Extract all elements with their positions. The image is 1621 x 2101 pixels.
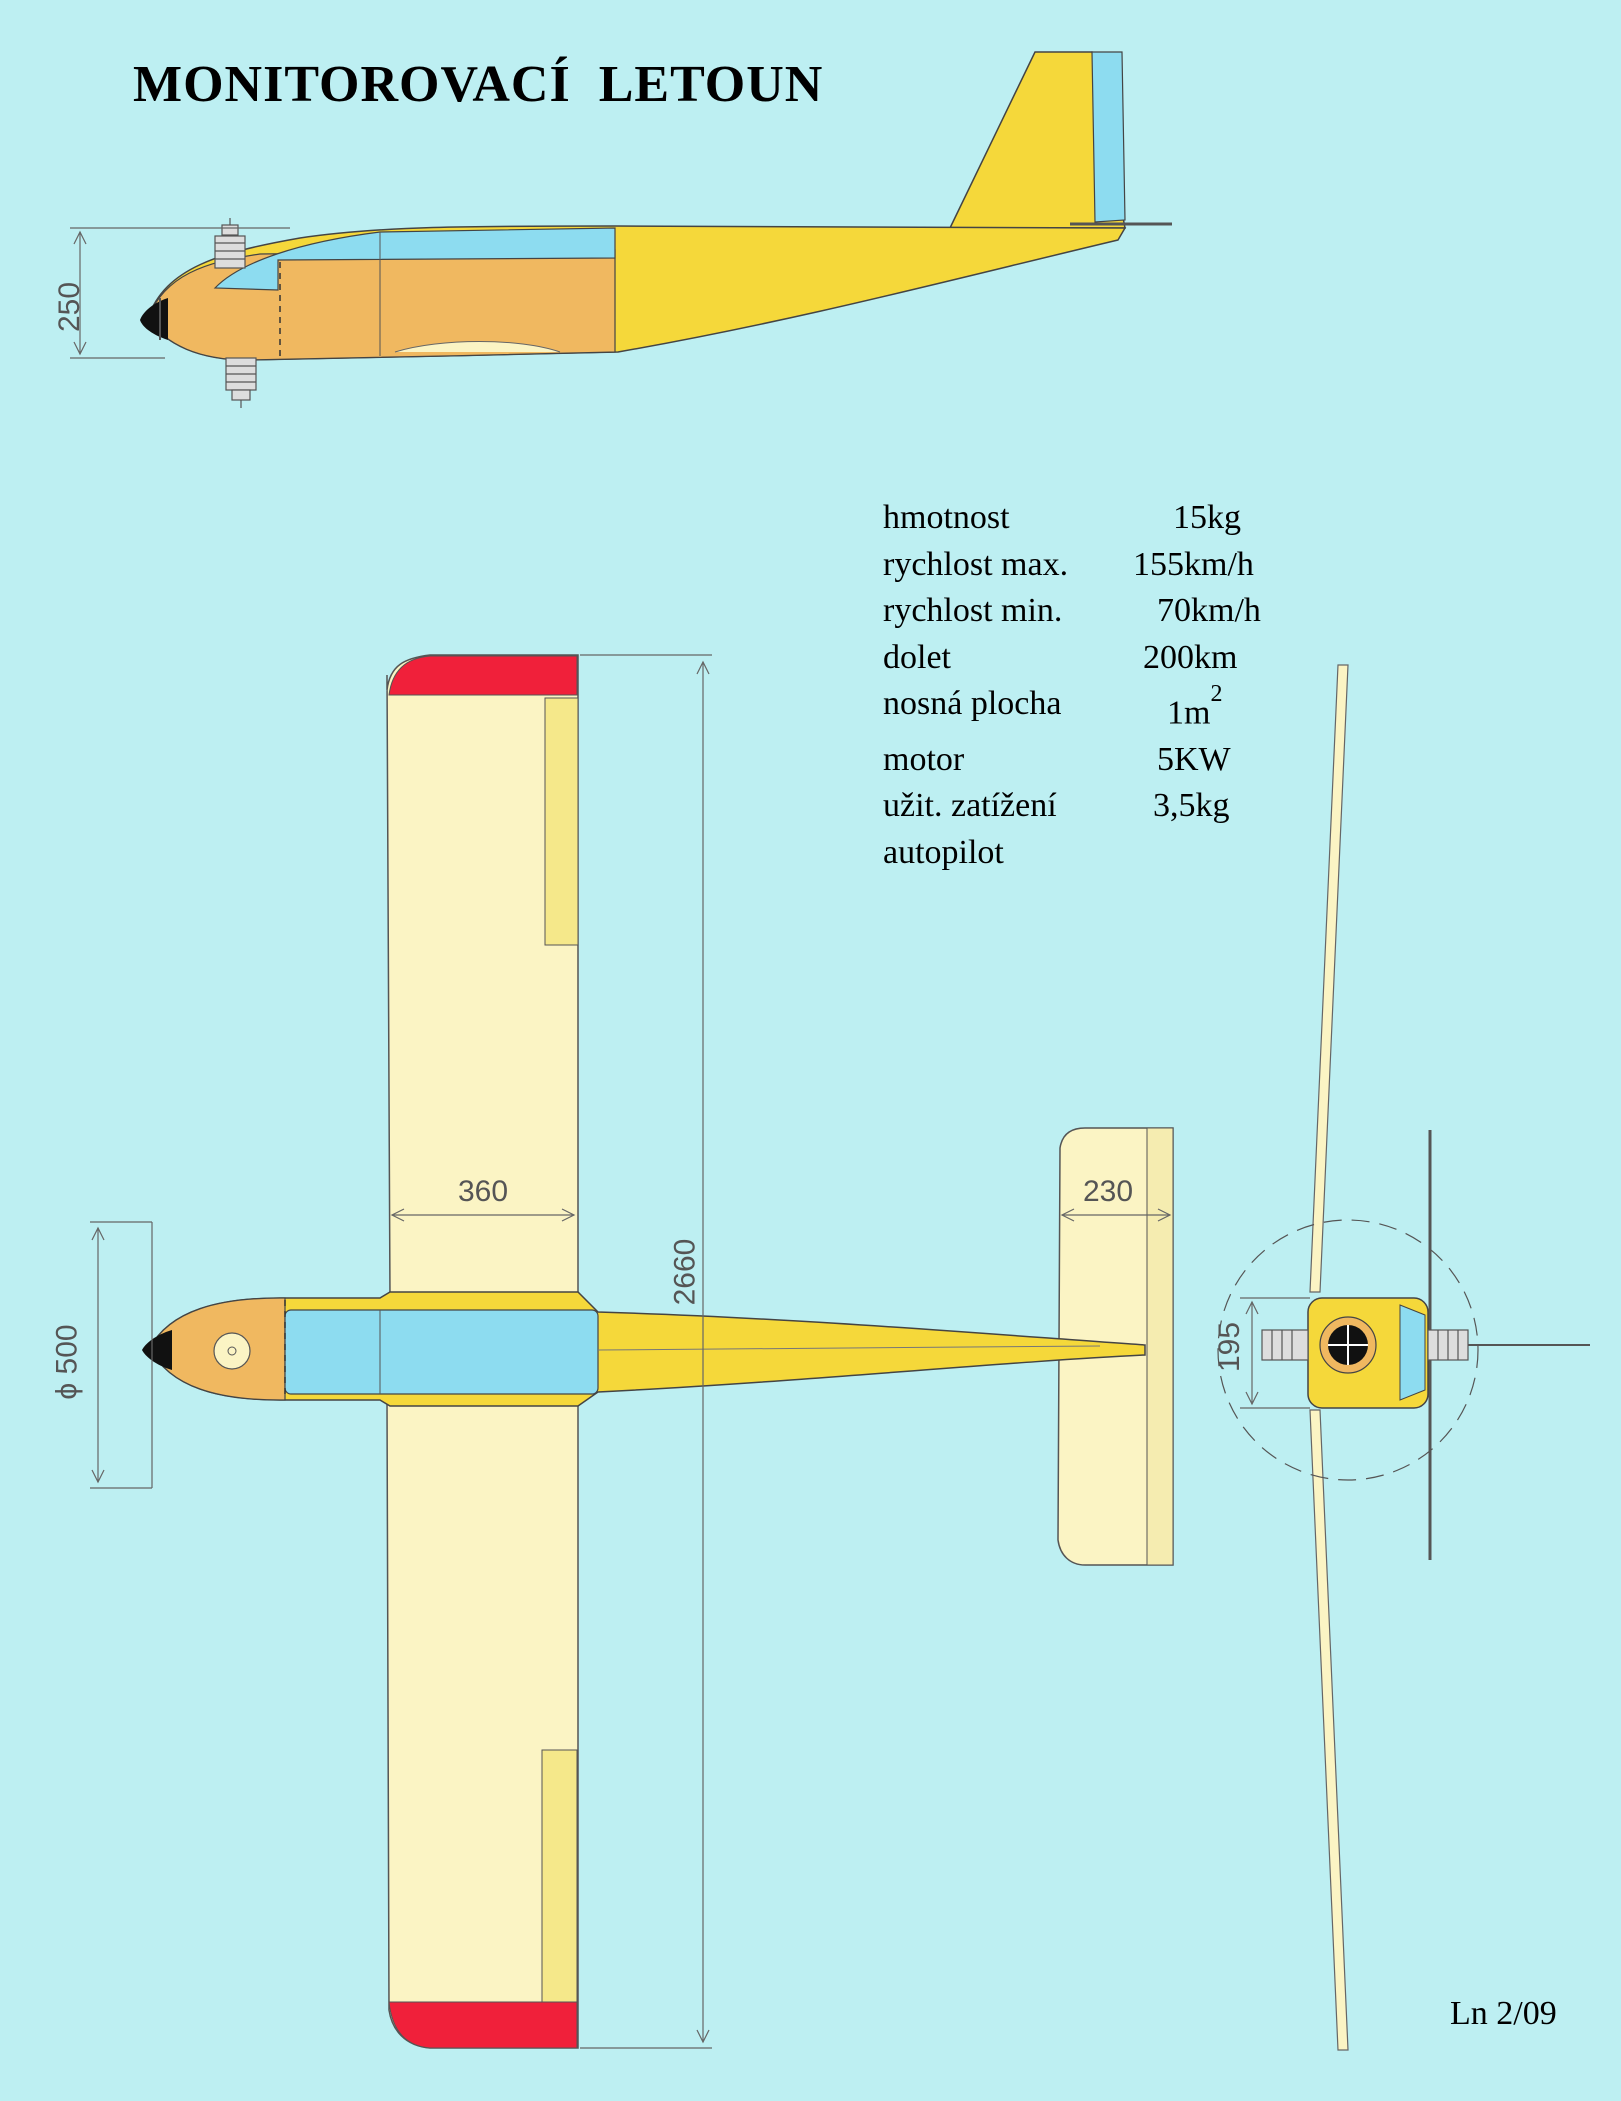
front-spinner-cross [1328,1325,1368,1365]
lower-wing-tip [388,2001,578,2049]
fuel-cap [213,1332,251,1370]
fuselage-height-label: 250 [53,281,87,333]
spec-row: autopilot [883,830,1261,877]
page-title: MONITOROVACÍ LETOUN [133,56,824,113]
spec-table: hmotnost 15kg rychlost max. 155km/h rychlo… [883,495,1261,876]
spec-value: 3,5kg [1153,787,1230,825]
fuel-cap-center [227,1346,237,1356]
spec-row: dolet 200km [883,635,1261,682]
side-engine-top [214,218,246,269]
side-engine-bottom [225,357,257,408]
wing-chord-label: 360 [458,1175,509,1208]
propeller-dimension [90,1221,153,1489]
side-rudder [1091,51,1126,223]
front-cowl [1399,1304,1426,1401]
front-view [1217,664,1590,2051]
front-propeller-disc [1217,1219,1479,1481]
spec-value: 5KW [1157,740,1231,778]
front-height-dimension [1240,1297,1310,1409]
wingspan-dimension [580,654,712,2049]
spec-row: užit. zatížení 3,5kg [883,783,1261,830]
spec-label: hmotnost [883,499,1010,536]
spec-row: rychlost min. 70km/h [883,588,1261,635]
spec-label: rychlost max. [883,545,1069,583]
spec-value: 155km/h [1133,545,1254,583]
stab-chord-dimension [1060,1208,1172,1222]
spec-row: hmotnost 15kg [883,495,1261,542]
side-canopy [213,227,616,291]
spec-value-superscript: 2 [1210,681,1223,707]
spec-value [1133,830,1261,877]
spec-row: motor 5KW [883,737,1261,784]
side-wing-root [394,341,561,353]
front-engine-left [1261,1329,1309,1361]
spec-label: dolet [883,638,951,676]
spec-label: nosná plocha [883,685,1062,722]
spec-label: autopilot [883,833,1004,871]
lower-aileron [541,1749,578,2003]
spec-value: 70km/h [1157,592,1261,629]
spec-value: 1m [1167,694,1211,732]
sheet-number: Ln 2/09 [1450,1995,1557,2032]
top-spinner [142,1330,172,1370]
front-height-label: 195 [1213,1321,1247,1373]
spec-row: rychlost max. 155km/h [883,542,1261,589]
top-canopy [284,1309,599,1395]
front-wing-lower [1309,1409,1349,2051]
side-view [70,51,1172,408]
top-fuselage-stripe [597,1345,1101,1351]
spec-row: nosná plocha 1m2 [883,681,1261,737]
side-height-dimension [70,227,290,359]
upper-wing-tip [388,655,578,696]
elevator [1146,1127,1174,1566]
propeller-diameter-label: ϕ 500 [50,1324,84,1400]
spec-label: rychlost min. [883,592,1063,629]
wing-chord-dimension [390,1208,576,1222]
spec-label: motor [883,740,965,778]
front-wing-upper [1309,664,1349,1293]
upper-aileron [544,697,579,946]
wingspan-label: 2660 [668,1238,702,1306]
spec-value: 200km [1143,638,1238,676]
spec-value: 15kg [1173,499,1241,536]
spec-label: užit. zatížení [883,787,1057,825]
front-engine-right [1427,1329,1469,1361]
top-view [90,654,1174,2049]
stabilizer-chord-label: 230 [1083,1175,1134,1208]
